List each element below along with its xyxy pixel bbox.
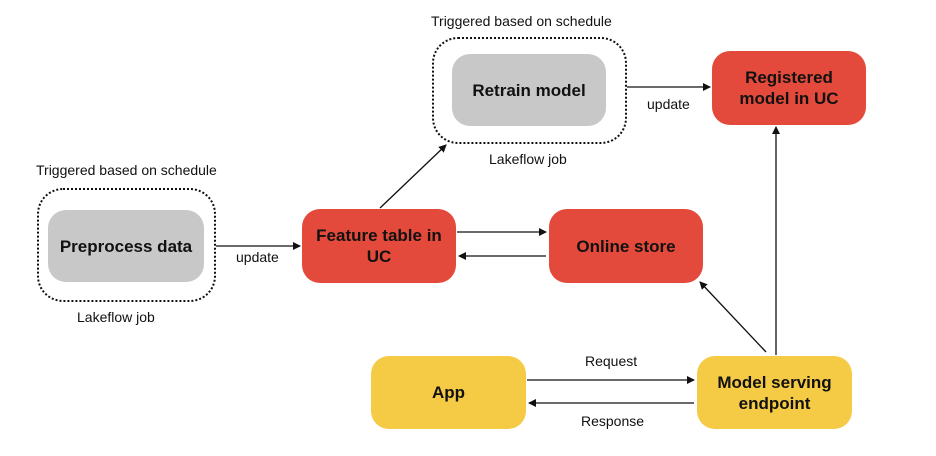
retrain-job-frame: [432, 37, 627, 144]
app-node: App: [371, 356, 526, 429]
model-serving-node: Model serving endpoint: [697, 356, 852, 429]
retrain-trigger-label: Triggered based on schedule: [431, 13, 612, 29]
retrain-node: Retrain model: [452, 54, 606, 126]
feature-table-node: Feature table in UC: [302, 209, 456, 283]
preprocess-update-label: update: [236, 249, 279, 265]
registered-model-node: Registered model in UC: [712, 51, 866, 125]
online-store-node: Online store: [549, 209, 703, 283]
retrain-job-label: Lakeflow job: [489, 151, 567, 167]
response-label: Response: [581, 413, 645, 429]
retrain-update-label: update: [647, 96, 690, 112]
preprocess-job-frame: [37, 188, 216, 302]
request-label: Request: [585, 353, 638, 369]
preprocess-trigger-label: Triggered based on schedule: [36, 162, 217, 178]
preprocess-job-label: Lakeflow job: [77, 309, 155, 325]
preprocess-node: Preprocess data: [48, 210, 204, 282]
arrow-feature-table-to-retrain: [379, 144, 447, 209]
arrow-model-serving-to-online-store: [699, 281, 767, 353]
